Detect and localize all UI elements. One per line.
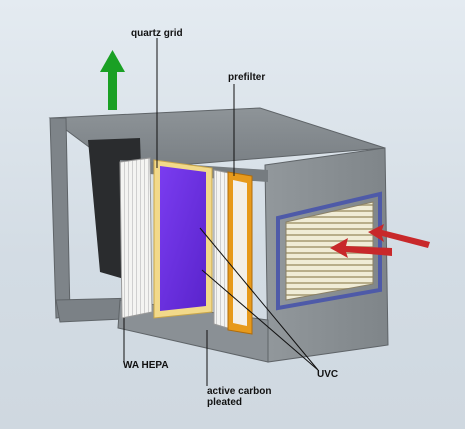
wa-hepa-filter (119, 157, 153, 319)
label-wa-hepa: WA HEPA (123, 360, 169, 371)
leader-uvc-1 (199, 227, 319, 371)
frame-left-post (49, 117, 71, 319)
leader-uvc-2 (201, 269, 319, 371)
arrow-up-icon (100, 50, 125, 110)
label-prefilter: prefilter (228, 72, 266, 83)
intake-grille-border (276, 191, 382, 311)
intake-grille (285, 201, 374, 301)
arrow-left-icon (330, 224, 430, 258)
prefilter-media (233, 180, 247, 326)
quartz-grid-panel (160, 166, 206, 311)
label-uvc: UVC (317, 369, 339, 380)
label-active-carbon-pleated: active carbon pleated (207, 386, 272, 408)
label-quartz-grid: quartz grid (131, 28, 183, 39)
